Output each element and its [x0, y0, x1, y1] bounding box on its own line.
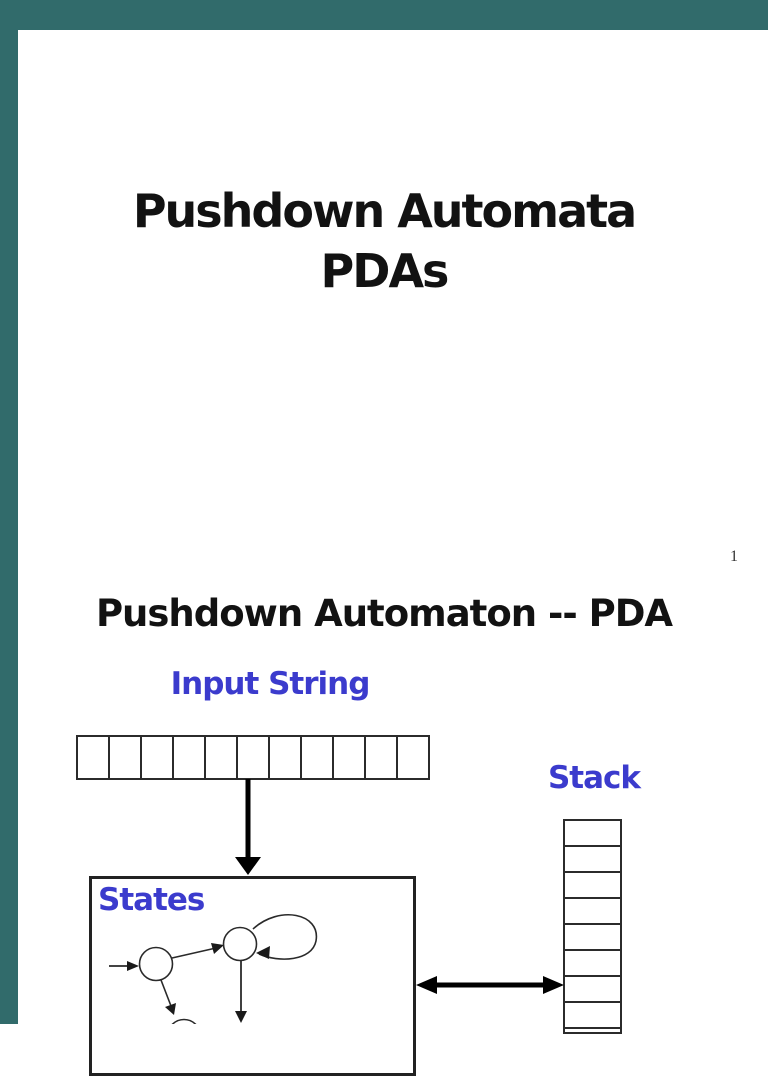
- state-circle-b: [222, 926, 258, 962]
- states-stack-double-arrow-icon: [416, 976, 564, 994]
- viewer-background-top: [0, 0, 768, 30]
- stack-cell: [565, 1003, 620, 1029]
- slide1-title: Pushdown Automata PDAs: [0, 181, 768, 301]
- initial-arrowhead: [127, 961, 139, 971]
- tape-cell: [206, 737, 238, 778]
- b-down-arrowhead: [235, 1011, 247, 1023]
- input-tape: [76, 735, 430, 780]
- tape-cell: [78, 737, 110, 778]
- page-number: 1: [730, 548, 738, 565]
- states-label: States: [98, 882, 205, 918]
- state-circle-a: [138, 946, 174, 982]
- state-circle-c: [171, 1018, 197, 1024]
- self-loop-arrowhead: [256, 946, 270, 959]
- tape-cell: [110, 737, 142, 778]
- tape-cell: [270, 737, 302, 778]
- stack-cell: [565, 925, 620, 951]
- state-diagram: [109, 914, 318, 1024]
- viewer-background-left: [0, 0, 18, 1024]
- tape-cell: [366, 737, 398, 778]
- tape-cell: [302, 737, 334, 778]
- input-string-label: Input String: [170, 666, 371, 702]
- tape-cell: [398, 737, 428, 778]
- stack-cell: [565, 873, 620, 899]
- tape-to-states-arrow-icon: [235, 779, 261, 875]
- tape-cell: [174, 737, 206, 778]
- tape-cell: [334, 737, 366, 778]
- slide2-heading: Pushdown Automaton -- PDA: [95, 592, 673, 635]
- tape-cell: [142, 737, 174, 778]
- stack-cell: [565, 821, 620, 847]
- stack-cell: [565, 977, 620, 1003]
- a-to-c-arrowhead: [165, 1003, 176, 1015]
- stack-cell: [565, 951, 620, 977]
- stack-label: Stack: [547, 760, 641, 796]
- slide1-title-line2: PDAs: [320, 244, 450, 298]
- a-to-b-arrowhead: [211, 943, 224, 954]
- stack-cell: [565, 847, 620, 873]
- slide1-title-line1: Pushdown Automata: [132, 184, 637, 238]
- tape-cell: [238, 737, 270, 778]
- stack-column: [563, 819, 622, 1034]
- stack-cell: [565, 899, 620, 925]
